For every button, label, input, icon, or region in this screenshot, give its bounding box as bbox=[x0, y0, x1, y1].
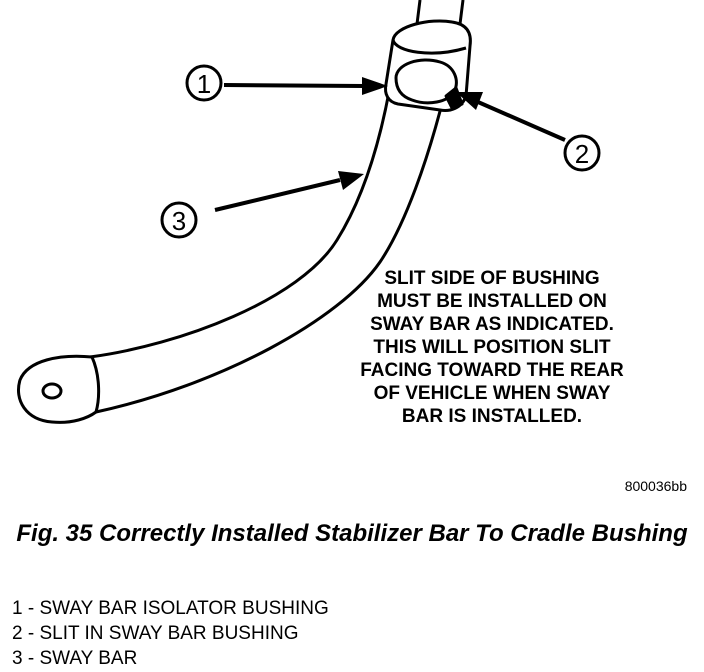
mount-bolt-lines bbox=[415, 0, 465, 25]
callout-1-arrowhead bbox=[362, 77, 388, 95]
callout-2-number: 2 bbox=[575, 139, 589, 169]
installation-note: SLIT SIDE OF BUSHING MUST BE INSTALLED O… bbox=[360, 268, 624, 427]
legend-item: 1 - SWAY BAR ISOLATOR BUSHING bbox=[12, 598, 329, 619]
sway-bar-end-eye bbox=[17, 354, 101, 424]
figure-code: 800036bb bbox=[625, 478, 688, 494]
note-line: SWAY BAR AS INDICATED. bbox=[370, 314, 614, 335]
figure-caption: Fig. 35 Correctly Installed Stabilizer B… bbox=[16, 520, 688, 547]
callout-3-leader bbox=[214, 178, 341, 212]
mount-bolt-line-right bbox=[458, 0, 465, 25]
sway-bar-left-edge bbox=[88, 90, 391, 359]
callout-1-number: 1 bbox=[197, 69, 211, 99]
callout-2-circle bbox=[563, 134, 601, 172]
callout-1-circle bbox=[185, 64, 223, 102]
note-line: THIS WILL POSITION SLIT bbox=[373, 337, 611, 358]
callout-2-arrowhead bbox=[456, 92, 483, 110]
callout-3-number: 3 bbox=[172, 206, 186, 236]
legend-item: 3 - SWAY BAR bbox=[12, 648, 138, 669]
callout-1-leader bbox=[223, 83, 365, 88]
callout-3-circle bbox=[160, 201, 198, 239]
bushing-top-rim bbox=[391, 39, 467, 55]
callout-3-arrowhead bbox=[338, 171, 364, 190]
note-line: MUST BE INSTALLED ON bbox=[377, 291, 607, 312]
callout-2-leader bbox=[477, 100, 566, 142]
note-line: SLIT SIDE OF BUSHING bbox=[384, 268, 599, 289]
legend-item: 2 - SLIT IN SWAY BAR BUSHING bbox=[12, 623, 299, 644]
sway-bar bbox=[88, 90, 447, 414]
sway-bar-end-hole bbox=[41, 382, 63, 400]
sway-bar-right-edge bbox=[94, 90, 447, 414]
mount-bolt-line-left bbox=[415, 0, 422, 25]
callout-2: 2 bbox=[456, 92, 601, 172]
callout-legend: 1 - SWAY BAR ISOLATOR BUSHING 2 - SLIT I… bbox=[12, 596, 329, 671]
note-line: OF VEHICLE WHEN SWAY bbox=[374, 383, 611, 404]
bushing-slit bbox=[444, 86, 464, 110]
callout-1: 1 bbox=[185, 64, 388, 102]
isolator-bushing bbox=[384, 19, 472, 112]
sway-bar-end-flat bbox=[90, 356, 101, 413]
note-line: BAR IS INSTALLED. bbox=[402, 406, 582, 427]
callout-3: 3 bbox=[160, 171, 364, 239]
note-line: FACING TOWARD THE REAR bbox=[360, 360, 624, 381]
